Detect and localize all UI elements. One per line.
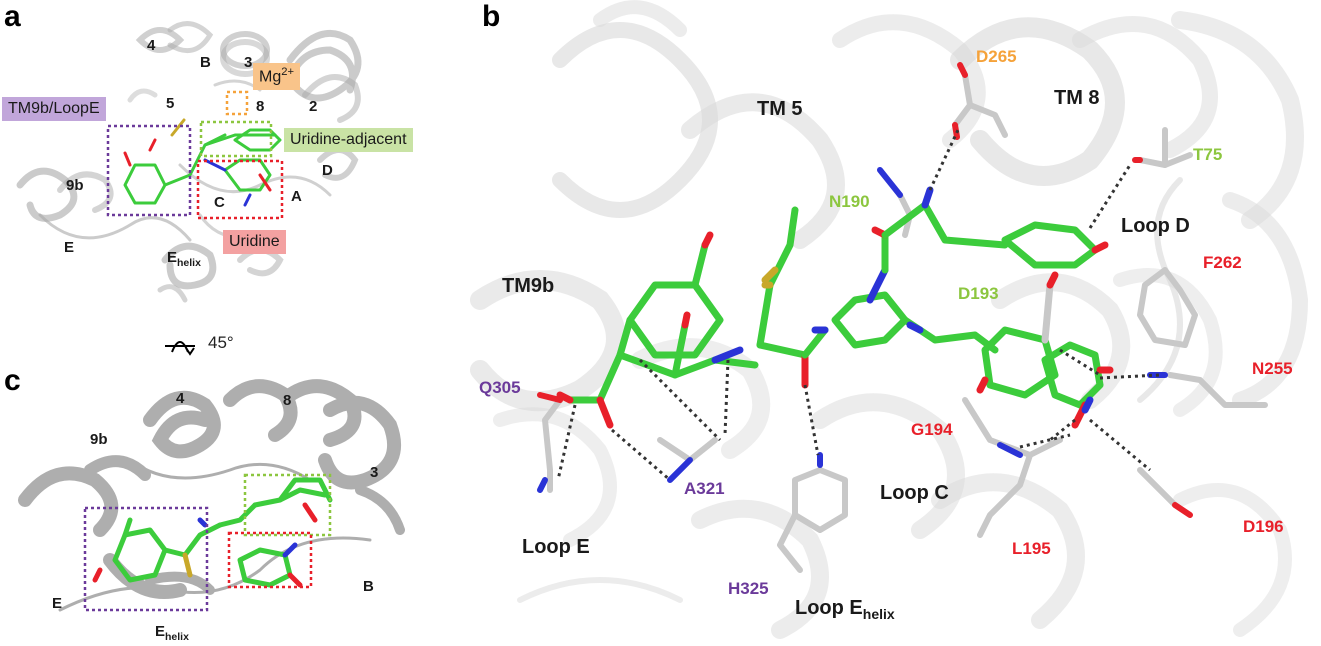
box-c-tm9b — [83, 506, 209, 612]
a-helix-3-label: 3 — [244, 54, 253, 71]
box-uridine-adjacent — [199, 120, 273, 158]
panel-b-ligand — [556, 186, 1114, 429]
b-tm9b-label: TM9b — [502, 275, 555, 297]
chip-tm9b-loope: TM9b/LoopE — [2, 97, 106, 122]
a-helix-d-label: D — [322, 162, 333, 179]
panel-b-protein-sticks — [537, 62, 1268, 573]
b-loop-e-label: Loop E — [522, 536, 590, 558]
panel-c-ligand — [92, 477, 333, 588]
residue-d265: D265 — [976, 47, 1017, 66]
c-loop-e-label: E — [52, 595, 63, 612]
panel-b-letter: b — [482, 0, 501, 33]
a-loop-e-label: E — [64, 239, 75, 256]
a-ehelix-label: Ehelix — [167, 249, 201, 269]
a-helix-8-label: 8 — [256, 98, 265, 115]
panel-b-ribbons — [470, 0, 1309, 639]
b-loop-d-label: Loop D — [1121, 215, 1190, 237]
box-mg — [225, 90, 249, 116]
residue-q305: Q305 — [479, 378, 521, 397]
residue-h325: H325 — [728, 579, 769, 598]
residue-l195: L195 — [1012, 539, 1051, 558]
a-helix-b-label: B — [200, 54, 211, 71]
a-helix-4-label: 4 — [147, 37, 156, 54]
residue-n190: N190 — [829, 192, 870, 211]
residue-f262: F262 — [1203, 253, 1242, 272]
b-tm5-label: TM 5 — [757, 98, 803, 120]
rotation-label: 45° — [208, 333, 234, 352]
a-helix-5-label: 5 — [166, 95, 175, 112]
box-tm9b-loope — [106, 124, 192, 217]
box-c-uridine-adjacent — [243, 473, 332, 537]
residue-t75: T75 — [1193, 145, 1223, 164]
b-loop-ehelix-label: Loop Ehelix — [795, 597, 895, 622]
c-helix-4-label: 4 — [176, 390, 185, 407]
c-helix-8-label: 8 — [283, 392, 292, 409]
residue-d196: D196 — [1243, 517, 1284, 536]
panel-a-ligand — [123, 118, 282, 207]
panel-b-hbonds — [556, 129, 1161, 482]
panel-a-letter: a — [4, 0, 21, 33]
c-helix-9b-label: 9b — [90, 431, 108, 448]
c-ehelix-label: Ehelix — [155, 623, 189, 643]
chip-uridine-adjacent: Uridine-adjacent — [284, 128, 413, 153]
panel-c-letter: c — [4, 364, 21, 397]
residue-d193: D193 — [958, 284, 999, 303]
chip-mg: Mg2+ — [253, 63, 300, 90]
b-tm8-label: TM 8 — [1054, 87, 1100, 109]
residue-g194: G194 — [911, 420, 953, 439]
residue-n255: N255 — [1252, 359, 1293, 378]
a-helix-9b-label: 9b — [66, 177, 84, 194]
box-uridine — [196, 159, 284, 220]
a-helix-c-label: C — [214, 194, 225, 211]
c-helix-3-label: 3 — [370, 464, 379, 481]
panel-c-ribbons — [18, 379, 405, 612]
a-helix-a-label: A — [291, 188, 302, 205]
a-helix-2-label: 2 — [309, 98, 318, 115]
residue-a321: A321 — [684, 479, 725, 498]
rotation-icon — [165, 341, 195, 356]
b-loop-c-label: Loop C — [880, 482, 949, 504]
c-helix-b-label: B — [363, 578, 374, 595]
box-c-uridine — [227, 531, 313, 589]
chip-uridine: Uridine — [223, 230, 286, 255]
